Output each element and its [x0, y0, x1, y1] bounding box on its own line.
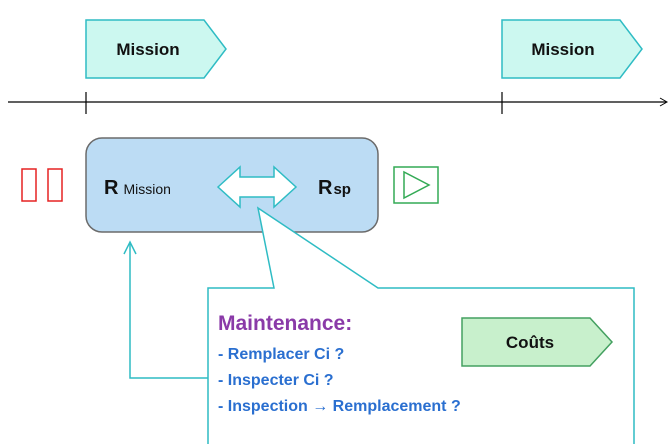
maintenance-item-2: - Inspecter Ci ?	[218, 372, 334, 389]
feedback-arrow	[129, 244, 208, 379]
play-icon[interactable]	[393, 166, 439, 204]
costs-arrow: Coûts	[461, 317, 614, 367]
maintenance-item-3: - Inspection → Remplacement ?	[218, 398, 461, 415]
feedback-arrowhead	[123, 240, 137, 255]
maintenance-callout: Maintenance: - Remplacer Ci ? - Inspecte…	[207, 206, 635, 444]
mission-label-1: Mission	[116, 40, 179, 59]
maintenance-item-1: - Remplacer Ci ?	[218, 346, 344, 363]
double-arrow-icon	[216, 165, 298, 209]
mission-arrow-2: Mission	[501, 19, 643, 79]
costs-label: Coûts	[506, 333, 554, 352]
mission-arrow-1: Mission	[85, 19, 227, 79]
timeline-arrowhead	[659, 97, 669, 107]
pause-icon[interactable]	[21, 168, 63, 202]
mission-label-2: Mission	[531, 40, 594, 59]
maintenance-title: Maintenance:	[218, 312, 352, 335]
rsp-label: Rsp	[318, 177, 351, 199]
